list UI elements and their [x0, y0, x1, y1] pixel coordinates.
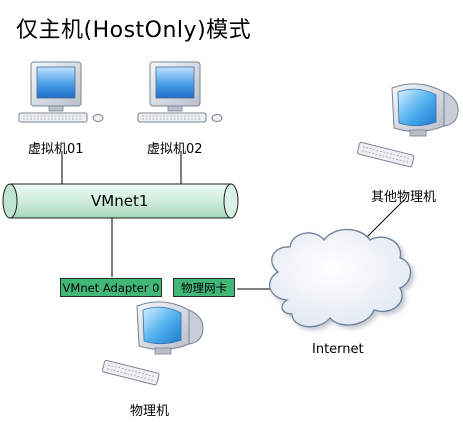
page-title: 仅主机(HostOnly)模式	[16, 18, 252, 43]
cloud-icon	[269, 228, 412, 328]
desktop-computer-icon	[18, 61, 104, 123]
crt-monitor-icon	[101, 301, 204, 386]
vmnet-adapter-box: VMnet Adapter 0	[60, 278, 162, 297]
physical-nic-box: 物理网卡	[173, 278, 235, 297]
vm1-label: 虚拟机01	[28, 142, 84, 157]
crt-monitor-icon	[356, 83, 459, 168]
other-machine-label: 其他物理机	[371, 190, 437, 205]
network-pipe-icon	[2, 183, 239, 219]
desktop-computer-icon	[137, 61, 223, 123]
vm2-label: 虚拟机02	[147, 142, 203, 157]
internet-label: Internet	[312, 342, 364, 357]
host-machine-label: 物理机	[130, 404, 170, 419]
vmnet-label: VMnet1	[91, 192, 149, 210]
